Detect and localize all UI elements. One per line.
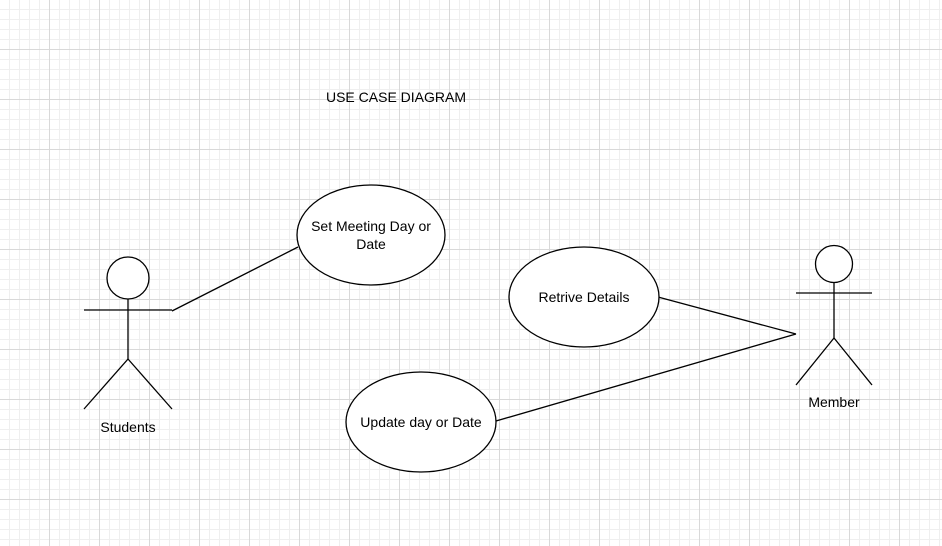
usecase-retrive-details-label: Retrive Details [538,289,630,305]
association-member-retrive-details [657,296,797,335]
association-member-update-day [495,333,797,422]
actor-students-right-leg [127,358,173,410]
actor-students-left-leg [83,358,129,410]
actor-member-figure [795,244,873,386]
actor-students-label: Students [100,419,156,435]
actor-member-head [814,244,854,284]
actor-students-head [106,256,150,300]
actor-students-figure [83,256,173,410]
actor-member-right-leg [833,337,873,386]
usecase-set-meeting-label: Set Meeting Day or Date [311,218,431,252]
actor-member-left-leg [795,337,835,386]
association-students-set-meeting [171,246,299,312]
usecase-retrive-details-ellipse [508,246,660,348]
actor-member-label: Member [808,394,860,410]
diagram-title: USE CASE DIAGRAM [325,89,467,105]
usecase-update-day-ellipse [345,371,497,473]
usecase-update-day-label: Update day or Date [360,414,482,430]
usecase-set-meeting-ellipse [296,184,446,286]
